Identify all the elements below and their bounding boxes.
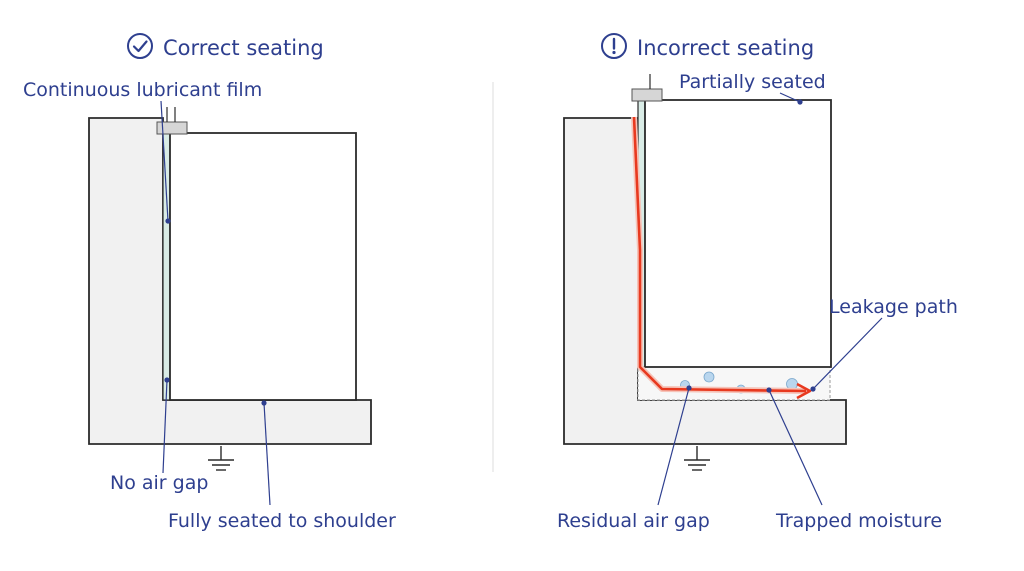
partially-seated-label: Partially seated (679, 71, 826, 93)
housing-left (88, 117, 372, 445)
incorrect-seating-title: Incorrect seating (600, 32, 814, 64)
ground-icon (684, 446, 710, 471)
correct-seating-title-text: Correct seating (163, 35, 324, 60)
correct-seating-title: Correct seating (126, 32, 324, 64)
ground-icon (208, 446, 234, 471)
leakage-path-arrow (631, 116, 812, 400)
fully-seated-label: Fully seated to shoulder (168, 510, 396, 532)
component-seated (169, 132, 357, 401)
trapped-moisture-label: Trapped moisture (776, 510, 943, 532)
incorrect-seating-title-text: Incorrect seating (637, 35, 815, 60)
lubricant-film (162, 132, 171, 401)
no-air-gap-label: No air gap (110, 472, 209, 494)
leakage-path-label: Leakage path (829, 296, 958, 318)
exclamation-circle-icon (600, 32, 628, 64)
component-partial (644, 99, 832, 368)
lubricant-film-label: Continuous lubricant film (23, 79, 263, 101)
correct-panel (88, 100, 372, 506)
residual-air-gap-label: Residual air gap (557, 510, 710, 532)
top-cap-left (156, 121, 188, 135)
top-cap-right (631, 88, 663, 102)
incorrect-panel (563, 74, 883, 506)
check-circle-icon (126, 32, 154, 64)
